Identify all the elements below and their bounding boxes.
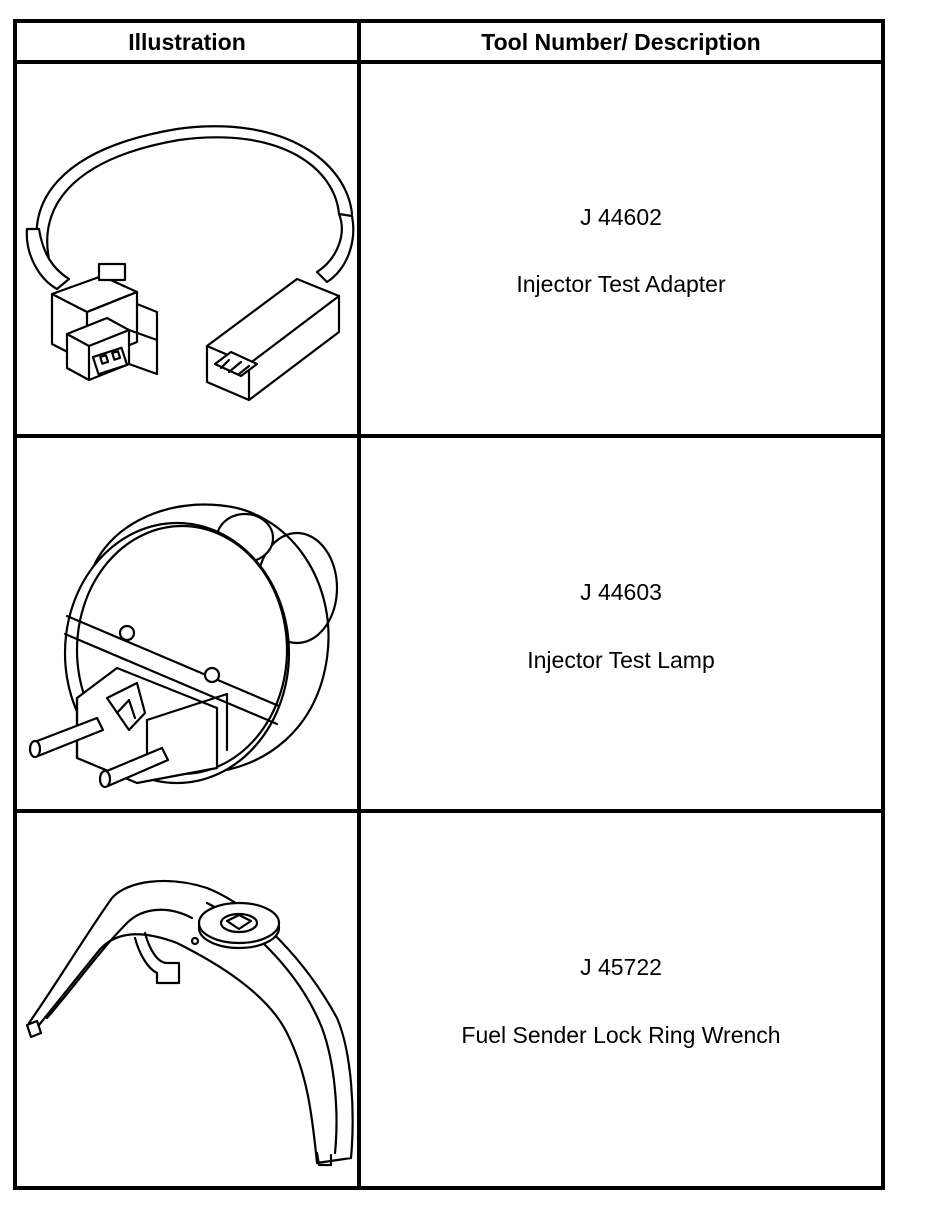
tool-name: Fuel Sender Lock Ring Wrench (461, 1022, 781, 1048)
tool-number: J 45722 (580, 954, 662, 980)
injector-test-lamp-icon (17, 438, 357, 809)
lock-ring-wrench-icon (17, 813, 357, 1186)
tools-table: Illustration Tool Number/ Description (13, 19, 885, 1190)
table-border (13, 19, 885, 1190)
tool-name: Injector Test Lamp (527, 647, 715, 673)
injector-test-adapter-icon (17, 64, 357, 434)
row-divider (13, 434, 885, 438)
tool-description-cell: J 44602 Injector Test Adapter (361, 64, 881, 434)
header-illustration: Illustration (128, 29, 246, 55)
header-divider (13, 60, 885, 64)
column-divider (357, 19, 361, 1190)
tool-description-cell: J 44603 Injector Test Lamp (361, 438, 881, 809)
tool-name: Injector Test Adapter (516, 271, 726, 297)
tool-description-cell: J 45722 Fuel Sender Lock Ring Wrench (361, 813, 881, 1186)
row-divider (13, 809, 885, 813)
tool-number: J 44603 (580, 579, 662, 605)
header-tool-description: Tool Number/ Description (481, 29, 761, 55)
tool-number: J 44602 (580, 204, 662, 230)
